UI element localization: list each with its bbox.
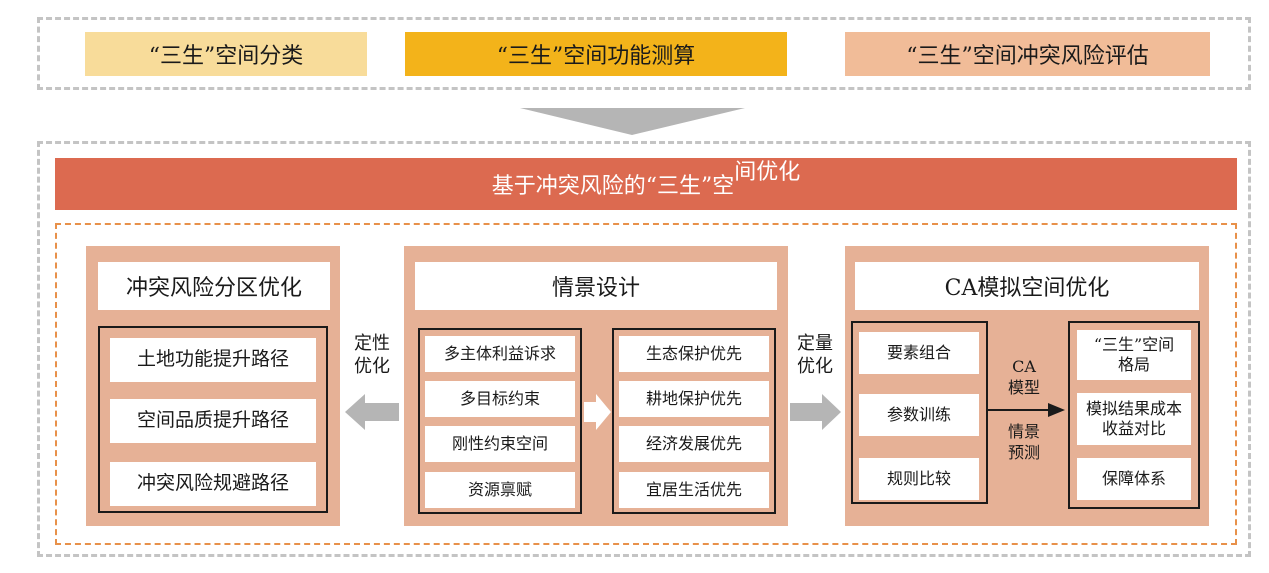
- banner-title-tail: 间优化: [734, 160, 801, 185]
- space-function-box: “三生”空间功能测算: [405, 32, 787, 76]
- ca-simulation-title-box: CA模拟空间优化: [855, 262, 1199, 310]
- resource-endowment-item: 资源禀赋: [425, 472, 575, 508]
- farmland-priority-item: 耕地保护优先: [619, 381, 769, 417]
- land-function-path: 土地功能提升路径: [110, 338, 316, 382]
- space-classification-box: “三生”空间分类: [85, 32, 367, 76]
- factor-combination-item: 要素组合: [859, 332, 979, 374]
- down-arrow-icon: [520, 108, 745, 135]
- left-arrow-icon: [345, 394, 399, 430]
- space-classification-label: “三生”空间分类: [148, 44, 304, 69]
- ca-simulation-title: CA模拟空间优化: [944, 276, 1110, 301]
- lower-frame: [37, 141, 1251, 557]
- space-function-label: “三生”空间功能测算: [496, 44, 696, 69]
- ca-inputs-group: [851, 321, 988, 504]
- right-arrow-icon: [790, 394, 841, 430]
- right-arrow-small-icon: [584, 394, 611, 430]
- rule-comparison-item: 规则比较: [859, 458, 979, 500]
- top-frame: [37, 17, 1251, 90]
- conflict-risk-label: “三生”空间冲突风险评估: [906, 44, 1149, 69]
- banner-title: 基于冲突风险的“三生”空: [491, 174, 735, 199]
- risk-avoidance-path: 冲突风险规避路径: [110, 462, 316, 506]
- cost-benefit-item: 模拟结果成本收益对比: [1077, 393, 1191, 445]
- safeguard-system-item: 保障体系: [1077, 458, 1191, 500]
- rigid-constraint-item: 刚性约束空间: [425, 426, 575, 462]
- scenario-prediction-label: 情景 预测: [1007, 422, 1040, 462]
- zoning-optimization-title-box: 冲突风险分区优化: [98, 262, 330, 310]
- space-quality-path: 空间品质提升路径: [110, 399, 316, 443]
- multi-objective-item: 多目标约束: [425, 381, 575, 417]
- spatial-pattern-item: “三生”空间格局: [1077, 330, 1191, 380]
- scenario-priorities-group: [612, 328, 776, 514]
- quantitative-optimization-label: 定量 优化: [797, 333, 833, 377]
- optimization-banner: 基于冲突风险的“三生”空间优化: [55, 158, 1237, 210]
- livability-priority-item: 宜居生活优先: [619, 472, 769, 508]
- ca-model-arrow-icon: [988, 403, 1065, 417]
- zoning-optimization-title: 冲突风险分区优化: [125, 276, 302, 301]
- conflict-risk-box: “三生”空间冲突风险评估: [845, 32, 1210, 76]
- inner-orange-frame: [55, 223, 1237, 545]
- parameter-training-item: 参数训练: [859, 394, 979, 436]
- ecological-priority-item: 生态保护优先: [619, 336, 769, 372]
- scenario-design-title: 情景设计: [551, 276, 640, 301]
- scenario-inputs-group: [418, 328, 582, 514]
- qualitative-optimization-label: 定性 优化: [354, 333, 390, 377]
- stakeholder-interests-item: 多主体利益诉求: [425, 336, 575, 372]
- economic-priority-item: 经济发展优先: [619, 426, 769, 462]
- scenario-design-title-box: 情景设计: [415, 262, 777, 310]
- path-group: [98, 326, 328, 513]
- ca-model-label: CA 模型: [1007, 357, 1040, 397]
- ca-outputs-group: [1068, 321, 1200, 509]
